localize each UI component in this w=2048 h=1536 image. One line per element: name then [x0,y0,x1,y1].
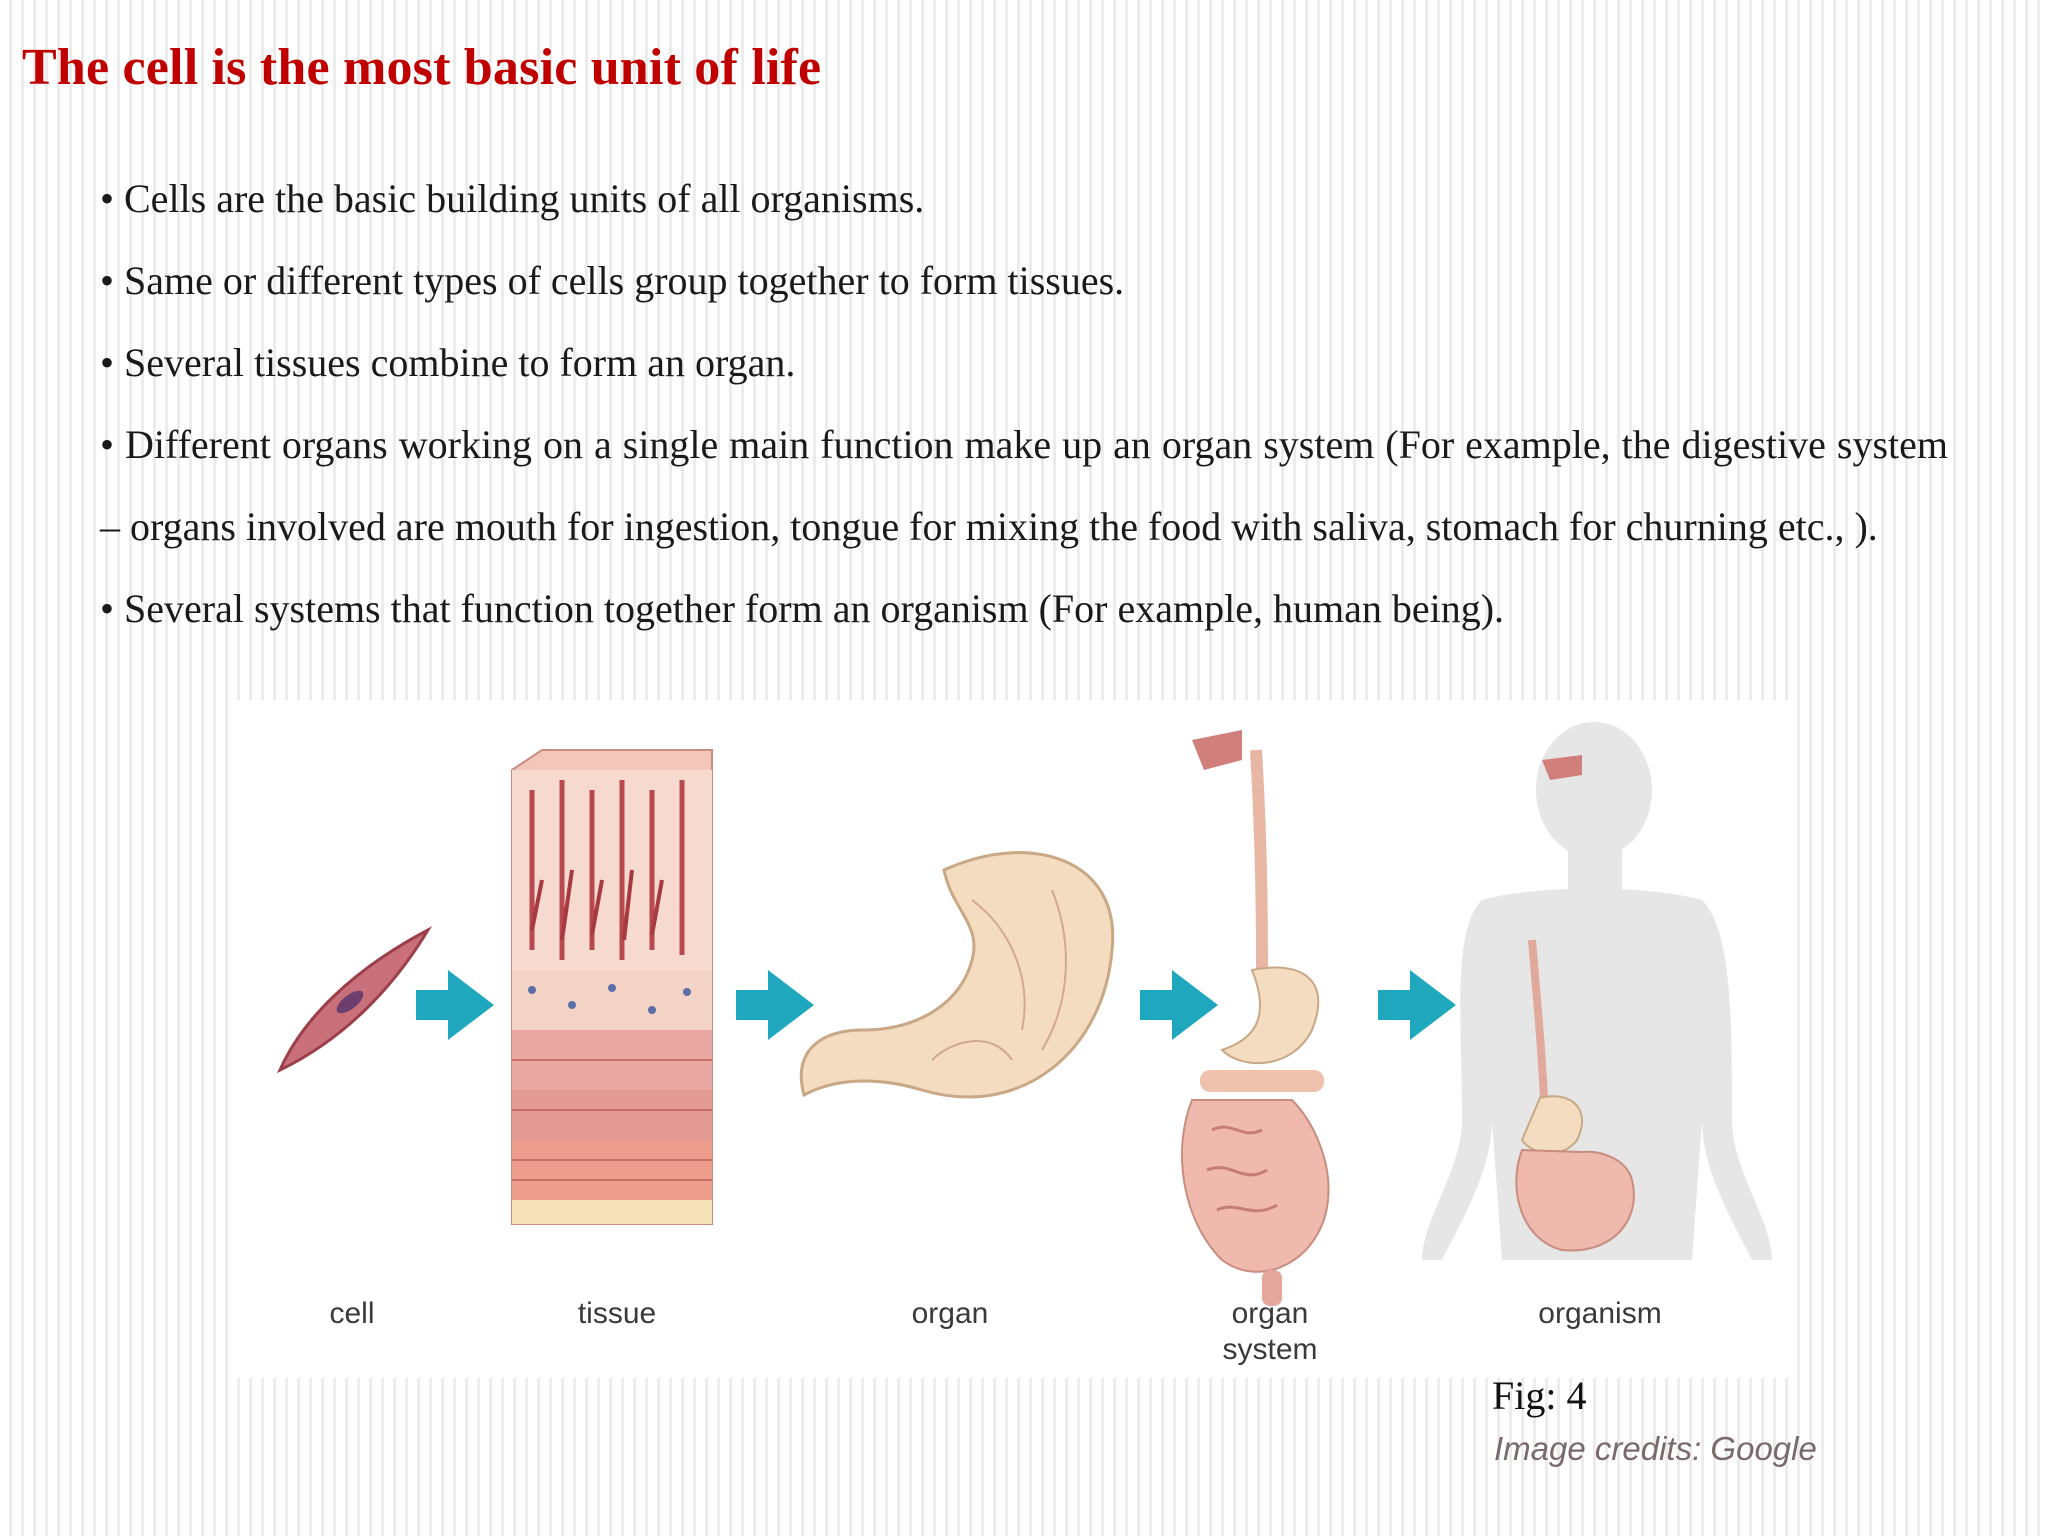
tissue-illustration [511,749,713,1225]
arrow-icon [1140,970,1218,1040]
bullet-item: • Several systems that function together… [100,586,1505,631]
organ-system-illustration [1181,730,1330,1306]
image-credits: Image credits: Google [1494,1430,1817,1467]
bullet-item: • Cells are the basic building units of … [100,176,925,221]
arrow-icon [736,970,814,1040]
figure-caption: Fig: 4 [1492,1373,1587,1418]
bullet-item: • Different organs working on a single m… [100,422,1948,549]
label-organ: organ [911,1297,989,1330]
slide-title: The cell is the most basic unit of life [22,39,822,96]
organ-illustration [799,851,1115,1099]
label-organ-system-line1: organ [1231,1297,1309,1330]
label-organ-system-line2: system [1222,1333,1318,1366]
arrow-icon [416,970,494,1040]
organism-illustration [1422,722,1772,1260]
arrow-icon [1378,970,1456,1040]
cell-illustration [276,926,433,1074]
label-tissue: tissue [577,1297,657,1330]
bullet-list: • Cells are the basic building units of … [100,158,1948,650]
hierarchy-illustration [276,722,1772,1306]
biological-hierarchy-figure: cell tissue organ organ system organism [232,700,1792,1378]
bullet-item: • Several tissues combine to form an org… [100,340,796,385]
label-cell: cell [329,1297,375,1330]
label-organism: organism [1538,1297,1662,1330]
bullet-item: • Same or different types of cells group… [100,258,1125,303]
label-organ-system: organ system [1150,1296,1390,1368]
